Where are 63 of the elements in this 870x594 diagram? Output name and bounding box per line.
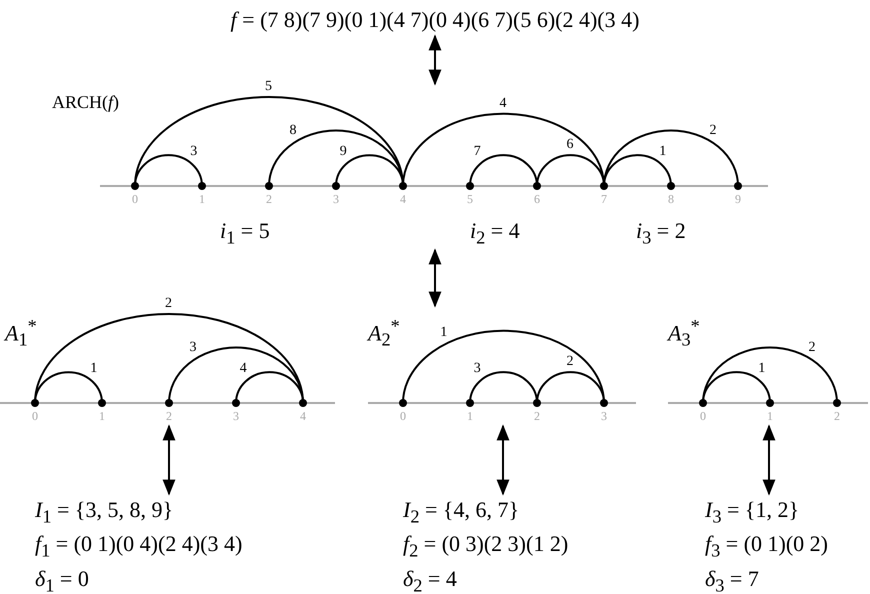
double-arrow — [762, 424, 776, 496]
point-number: 0 — [31, 409, 39, 424]
point-dot — [31, 399, 39, 407]
point-dot — [98, 399, 106, 407]
point-dot — [600, 399, 608, 407]
point-dot — [399, 399, 407, 407]
formula-text: δ$_{1}$ = 0 — [35, 564, 90, 594]
point-number: 4 — [299, 409, 307, 424]
point-number: 2 — [265, 192, 273, 207]
point-dot — [699, 399, 707, 407]
point-number: 1 — [98, 409, 106, 424]
point-number: 1 — [198, 192, 206, 207]
point-dot — [299, 399, 307, 407]
point-dot — [131, 182, 139, 190]
point-number: 1 — [766, 409, 774, 424]
index-equation: i$_{2}$ = 4 — [470, 218, 520, 248]
point-number: 7 — [600, 192, 608, 207]
point-number: 3 — [332, 192, 340, 207]
point-dot — [399, 182, 407, 190]
point-number: 3 — [600, 409, 608, 424]
formula-text: f$_{3}$ = (0 1)(0 2) — [705, 530, 828, 563]
point-dot — [198, 182, 206, 190]
point-dot — [265, 182, 273, 190]
index-equation: i$_{1}$ = 5 — [220, 218, 270, 248]
point-dot — [466, 182, 474, 190]
point-dot — [533, 399, 541, 407]
point-number: 5 — [466, 192, 474, 207]
point-dot — [466, 399, 474, 407]
formula-text: I$_{1}$ = {3, 5, 8, 9} — [35, 496, 174, 528]
formula-text: δ$_{2}$ = 4 — [403, 564, 458, 594]
point-dot — [734, 182, 742, 190]
point-number: 0 — [399, 409, 407, 424]
double-arrow — [428, 248, 442, 308]
point-number: 3 — [232, 409, 240, 424]
point-dot — [165, 399, 173, 407]
point-number: 2 — [165, 409, 173, 424]
diagram-heading: ARCH(f) — [52, 92, 120, 113]
point-dot — [833, 399, 841, 407]
point-number: 6 — [533, 192, 541, 207]
double-arrow — [428, 34, 442, 86]
point-number: 9 — [734, 192, 742, 207]
point-dot — [766, 399, 774, 407]
formula-text: δ$_{3}$ = 7 — [705, 564, 760, 594]
formula-text: f = (7 8)(7 9)(0 1)(4 7)(0 4)(6 7)(5 6)(2 4)(3 4) — [230, 6, 640, 34]
point-dot — [332, 182, 340, 190]
formula-text: f$_{2}$ = (0 3)(2 3)(1 2) — [403, 530, 568, 563]
point-dot — [232, 399, 240, 407]
index-equation: i$_{3}$ = 2 — [636, 218, 686, 248]
point-dot — [600, 182, 608, 190]
formula-text: I$_{3}$ = {1, 2} — [705, 496, 800, 528]
point-number: 4 — [399, 192, 407, 207]
formula-text: I$_{2}$ = {4, 6, 7} — [403, 496, 520, 528]
point-dot — [533, 182, 541, 190]
point-number: 0 — [699, 409, 707, 424]
point-number: 1 — [466, 409, 474, 424]
point-number: 0 — [131, 192, 139, 207]
point-number: 2 — [533, 409, 541, 424]
point-dot — [667, 182, 675, 190]
double-arrow — [496, 424, 510, 496]
point-number: 8 — [667, 192, 675, 207]
point-number: 2 — [833, 409, 841, 424]
double-arrow — [162, 424, 176, 496]
formula-text: f$_{1}$ = (0 1)(0 4)(2 4)(3 4) — [35, 530, 242, 563]
